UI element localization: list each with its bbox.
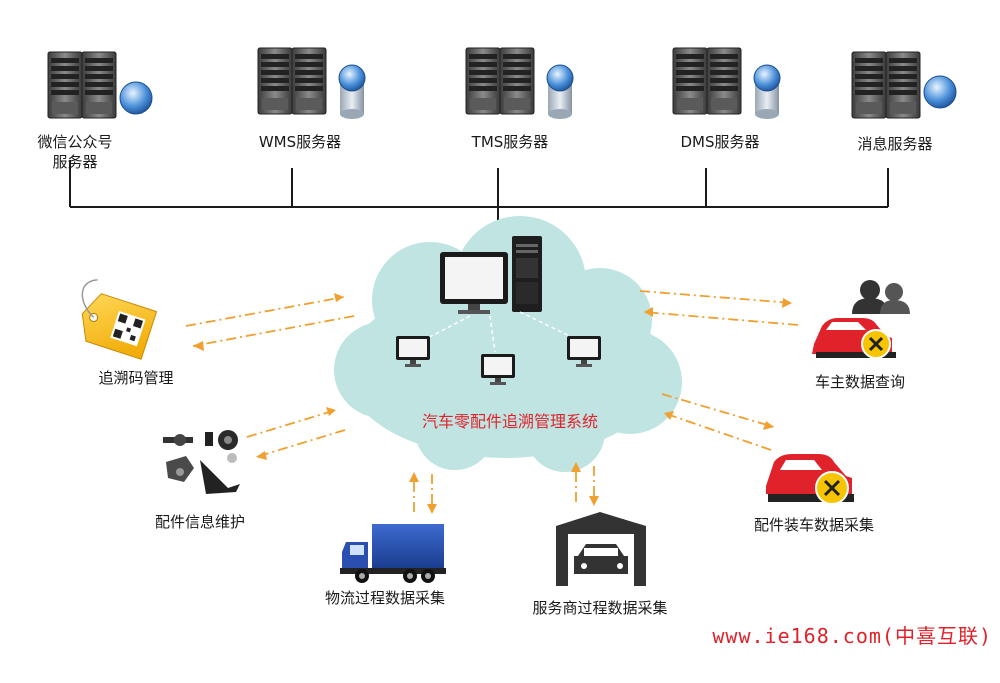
server-wechat-label-line1: 微信公众号 (37, 133, 113, 151)
server-wechat-label-line2: 服务器 (52, 153, 98, 171)
server-wechat-label: 微信公众号 服务器 (30, 132, 120, 172)
truck-icon (340, 524, 446, 583)
dealer-label: 服务商过程数据采集 (532, 599, 668, 617)
trace-code-label: 追溯码管理 (98, 369, 174, 387)
owner-car-icon (812, 318, 896, 359)
central-computer-icon (440, 236, 542, 314)
server-wms-label: WMS服务器 (258, 133, 342, 151)
qr-tag-icon (81, 279, 158, 360)
server-tms-label: TMS服务器 (471, 133, 549, 151)
server-dms-icon (672, 47, 781, 119)
owner-query-label: 车主数据查询 (814, 373, 905, 391)
parts-info-label: 配件信息维护 (154, 513, 245, 531)
server-message-icon (851, 51, 957, 119)
logistics-label: 物流过程数据采集 (324, 589, 445, 607)
install-car-icon (766, 454, 854, 505)
server-dms-label: DMS服务器 (680, 133, 760, 151)
server-wechat-icon (47, 51, 153, 119)
server-wms-icon (257, 47, 366, 119)
users-icon (852, 280, 910, 314)
cloud-network-links (419, 311, 579, 353)
cloud-shape (334, 216, 682, 472)
install-label: 配件装车数据采集 (753, 516, 874, 534)
server-message-label: 消息服务器 (857, 135, 933, 153)
garage-car-icon (556, 512, 646, 586)
server-tms-icon (465, 47, 574, 119)
auto-parts-icon (163, 430, 240, 494)
watermark: www.ie168.com(中喜互联) (712, 624, 992, 648)
server-bus (69, 160, 889, 237)
data-flow-arrows (185, 290, 799, 514)
system-title: 汽车零配件追溯管理系统 (421, 412, 598, 431)
arrow-heads (193, 293, 792, 514)
